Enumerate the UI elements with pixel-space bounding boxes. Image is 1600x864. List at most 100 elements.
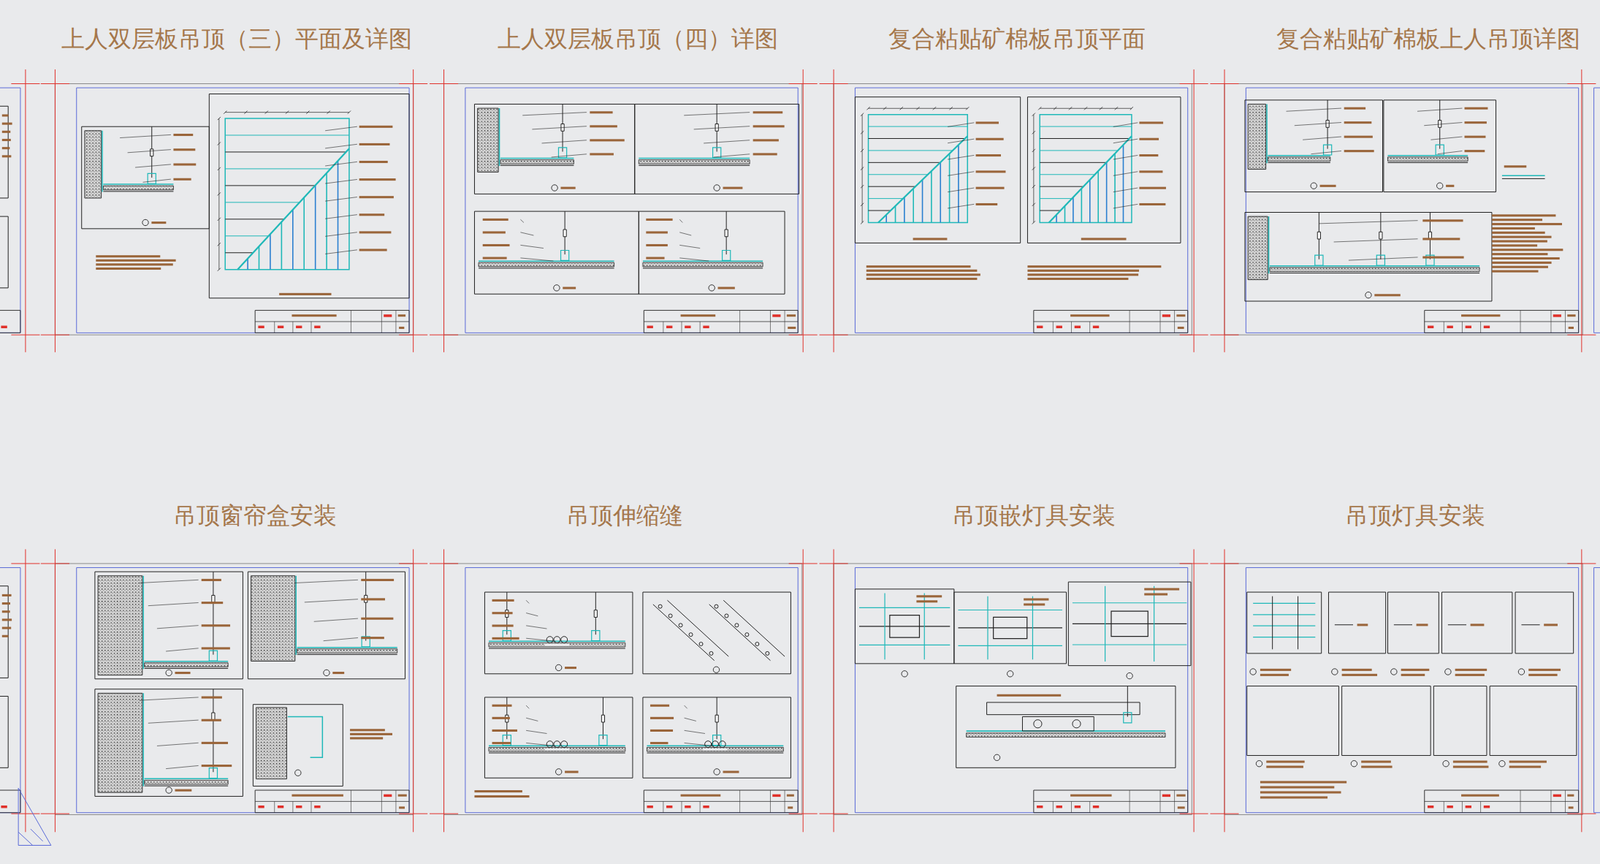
note-bar <box>1342 673 1378 676</box>
drawing-line <box>1089 179 1091 223</box>
sheet-title: 复合粘贴矿棉板上人吊顶详图 <box>1276 24 1581 53</box>
drawing-line <box>1209 813 1239 814</box>
drawing-line <box>54 69 56 353</box>
drawing-rect <box>1033 310 1188 334</box>
drawing-line <box>859 607 950 608</box>
note-bar <box>1461 794 1500 797</box>
drawing-line <box>119 134 171 138</box>
note-bar <box>680 794 722 797</box>
drawing-rect <box>1039 114 1132 223</box>
note-bar <box>1464 121 1487 124</box>
drawing-line <box>325 249 358 255</box>
drawing-rect <box>1427 325 1434 329</box>
note-bar <box>1070 794 1112 797</box>
drawing-line <box>10 562 40 564</box>
drawing-line <box>1072 602 1187 603</box>
drawing-line <box>488 752 626 754</box>
drawing-rect <box>601 714 605 722</box>
drawing-line <box>429 562 459 564</box>
drawing-line <box>1081 188 1083 223</box>
drawing-rect <box>854 87 1188 333</box>
drawing-line <box>148 602 199 605</box>
drawing-rect <box>1594 87 1600 333</box>
drawing-line <box>103 183 174 185</box>
drawing-line <box>498 108 501 166</box>
drawing-line <box>1039 210 1061 212</box>
drawing-line <box>1039 138 1130 139</box>
note-bar <box>1023 602 1045 605</box>
drawing-rect <box>1244 212 1492 302</box>
drawing-line <box>127 149 171 153</box>
callout-circle <box>1255 760 1262 767</box>
drawing-rect <box>591 630 600 641</box>
drawing-line <box>1267 154 1330 157</box>
drawing-line <box>148 719 199 723</box>
sheet-heading: 上人双层板吊顶（三）平面及详图 <box>56 23 417 55</box>
drawing-line <box>789 83 818 85</box>
drawing-rect <box>1092 805 1099 808</box>
callout-circle <box>1437 182 1443 189</box>
callout-circle <box>546 636 554 643</box>
drawing-line <box>1160 789 1161 813</box>
drawing-line <box>429 334 459 336</box>
drawing-rect <box>854 588 954 664</box>
drawing-line <box>526 625 547 629</box>
drawing-line <box>1113 138 1139 144</box>
note-bar <box>1344 121 1373 124</box>
note-bar <box>564 770 579 773</box>
note-bar <box>787 805 793 809</box>
note-bar <box>201 764 233 767</box>
note-bar <box>175 789 193 792</box>
note-bar <box>1023 597 1049 600</box>
drawing-line <box>237 148 350 269</box>
callout-circle <box>555 768 562 775</box>
note-bar <box>1528 673 1557 676</box>
callout-circle <box>668 613 673 618</box>
callout-circle <box>323 669 330 676</box>
drawing-line <box>1113 187 1139 193</box>
note-bar <box>1177 326 1185 329</box>
drawing-line <box>1039 149 1118 151</box>
callout-circle <box>553 636 561 643</box>
drawing-line <box>868 162 941 163</box>
note-bar <box>1027 269 1139 272</box>
sheet-title: 吊顶伸缩缝 <box>566 501 684 529</box>
drawing-line <box>912 188 914 223</box>
drawing-rect <box>500 160 574 165</box>
drawing-rect <box>97 575 143 676</box>
drawing-line <box>292 321 293 333</box>
note-bar <box>474 789 522 792</box>
drawing-rect <box>642 591 792 674</box>
note-bar <box>360 597 386 600</box>
drawing-rect <box>484 696 633 778</box>
drawing-line <box>770 310 771 334</box>
drawing-rect <box>702 805 709 808</box>
note-bar <box>1567 314 1576 317</box>
callout-circle <box>745 632 749 637</box>
note-bar <box>723 187 744 190</box>
drawing-sheet <box>833 84 1192 336</box>
drawing-line <box>949 106 953 110</box>
drawing-line <box>531 126 587 130</box>
note-bar <box>359 178 396 181</box>
note-bar <box>1144 592 1168 595</box>
note-bar <box>1144 587 1180 590</box>
drawing-line <box>947 138 974 144</box>
note-bar <box>1422 219 1463 222</box>
drawing-rect <box>295 805 302 808</box>
sheet-heading: 吊顶伸缩缝 <box>561 499 688 531</box>
drawing-rect <box>444 563 803 815</box>
drawing-rect <box>97 692 143 792</box>
drawing-line <box>802 548 804 832</box>
drawing-line <box>526 729 547 733</box>
note-bar <box>753 138 779 142</box>
drawing-line <box>443 69 445 353</box>
drawing-rect <box>666 325 673 329</box>
drawing-line <box>225 201 300 203</box>
note-bar <box>279 292 331 296</box>
drawing-line <box>310 321 312 333</box>
sheet-title: 吊顶窗帘盒安装 <box>173 501 337 529</box>
note-bar <box>2 138 11 142</box>
note-bar <box>1401 668 1430 671</box>
drawing-line <box>770 789 771 813</box>
